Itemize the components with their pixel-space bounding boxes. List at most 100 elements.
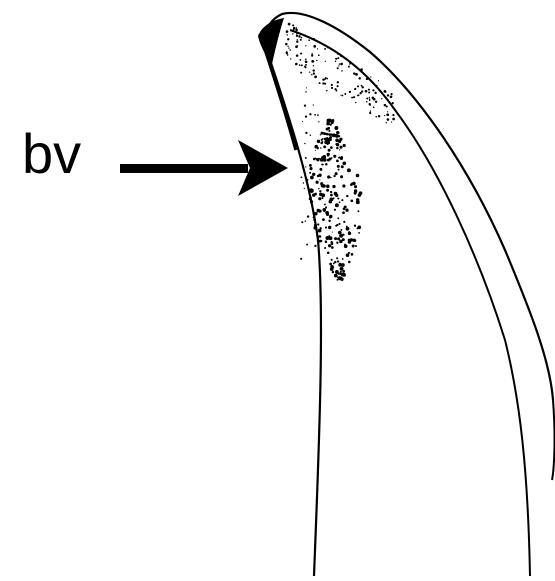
stipple-dot (287, 46, 288, 47)
stipple-dot (300, 72, 302, 74)
stipple-dot (309, 172, 311, 174)
stipple-dot (320, 240, 323, 243)
stipple-dot (369, 112, 371, 114)
stipple-dot (334, 261, 336, 263)
stipple-dot (313, 38, 316, 41)
stipple-dot (359, 92, 361, 94)
stipple-dot (300, 39, 302, 41)
stipple-dot (338, 276, 342, 280)
stipple-dot (334, 237, 337, 240)
stipple-dot (318, 54, 320, 56)
stipple-dot (343, 144, 346, 147)
stipple-dot (305, 58, 307, 60)
stipple-dot (320, 142, 323, 145)
claw-inner-outline (290, 30, 530, 576)
stipple-dot (339, 146, 342, 149)
stipple-dot (324, 141, 327, 144)
stipple-dot (369, 97, 370, 98)
stipple-dot (348, 261, 351, 264)
stipple-dot (339, 234, 343, 238)
stipple-dot (387, 118, 390, 121)
stipple-dot (286, 52, 288, 54)
stipple-dot (341, 165, 344, 168)
stipple-dot (353, 239, 356, 242)
stipple-dot (296, 35, 298, 37)
stipple-dot (361, 85, 363, 87)
stipple-dot (309, 113, 311, 115)
stipple-dot (321, 156, 324, 159)
stipple-dot (330, 191, 332, 193)
stipple-dot (366, 101, 368, 103)
claw-left-edge-accent (262, 40, 296, 150)
stipple-dot (331, 87, 333, 89)
stipple-dot (372, 89, 374, 91)
stipple-dot (310, 200, 313, 203)
stipple-dot (305, 45, 306, 46)
stipple-dot (305, 115, 307, 117)
stipple-dot (317, 140, 320, 143)
stipple-dot (301, 37, 303, 39)
stipple-dot (317, 223, 319, 225)
stipple-dot (358, 94, 360, 96)
stipple-dot (298, 35, 300, 37)
stipple-dot (330, 194, 333, 197)
stipple-dot (326, 90, 328, 92)
stipple-dot (392, 118, 395, 121)
stipple-dot (337, 53, 338, 54)
stipple-dot (297, 45, 298, 46)
stipple-dot (307, 179, 309, 181)
stipple-dot (373, 106, 375, 108)
stipple-dot (319, 235, 322, 238)
stipple-dot (357, 227, 359, 229)
stipple-dot (325, 77, 326, 78)
stipple-dot (324, 48, 326, 50)
stipple-dot (337, 57, 339, 59)
stipple-dot (331, 246, 334, 249)
stipple-dot (286, 30, 289, 33)
stipple-dot (324, 247, 326, 249)
stipple-dot (293, 27, 296, 30)
stipple-dot (305, 132, 307, 134)
stipple-dot (340, 175, 343, 178)
stipple-dot (350, 199, 353, 202)
stipple-dot (314, 212, 317, 215)
stipple-dot (342, 270, 345, 273)
stipple-dot (345, 209, 348, 212)
stipple-dot (366, 97, 368, 99)
stipple-dot (309, 167, 312, 170)
stipple-dot (331, 121, 333, 123)
stipple-dot (325, 206, 327, 208)
stipple-dot (332, 231, 333, 232)
stipple-dot (314, 193, 317, 196)
stipple-dot (323, 164, 324, 165)
stipple-dot (337, 165, 340, 168)
blood-vessel-stipple (309, 119, 363, 281)
stipple-dot (351, 97, 353, 99)
stipple-dot (341, 199, 343, 201)
stipple-dot (322, 197, 324, 199)
stipple-dot (354, 185, 357, 188)
stipple-dot (311, 74, 312, 75)
stipple-dot (326, 185, 330, 189)
stipple-dot (340, 271, 342, 273)
stipple-dot (325, 61, 326, 62)
stipple-dot (392, 107, 393, 108)
stipple-dot (328, 235, 330, 237)
stipple-dot (301, 221, 303, 223)
stipple-dot (331, 84, 333, 86)
stipple-dot (313, 60, 315, 62)
stipple-dot (355, 102, 356, 103)
stipple-dot (335, 58, 337, 60)
stipple-dot (300, 59, 302, 61)
stipple-dot (326, 78, 328, 80)
stipple-dot (337, 217, 339, 219)
stipple-dot (317, 175, 320, 178)
stipple-dot (392, 102, 394, 104)
claw-right-edge (552, 400, 555, 480)
stipple-dot (305, 91, 306, 92)
stipple-dot (295, 63, 298, 66)
stipple-dot (324, 160, 325, 161)
stipple-dot (322, 218, 325, 221)
